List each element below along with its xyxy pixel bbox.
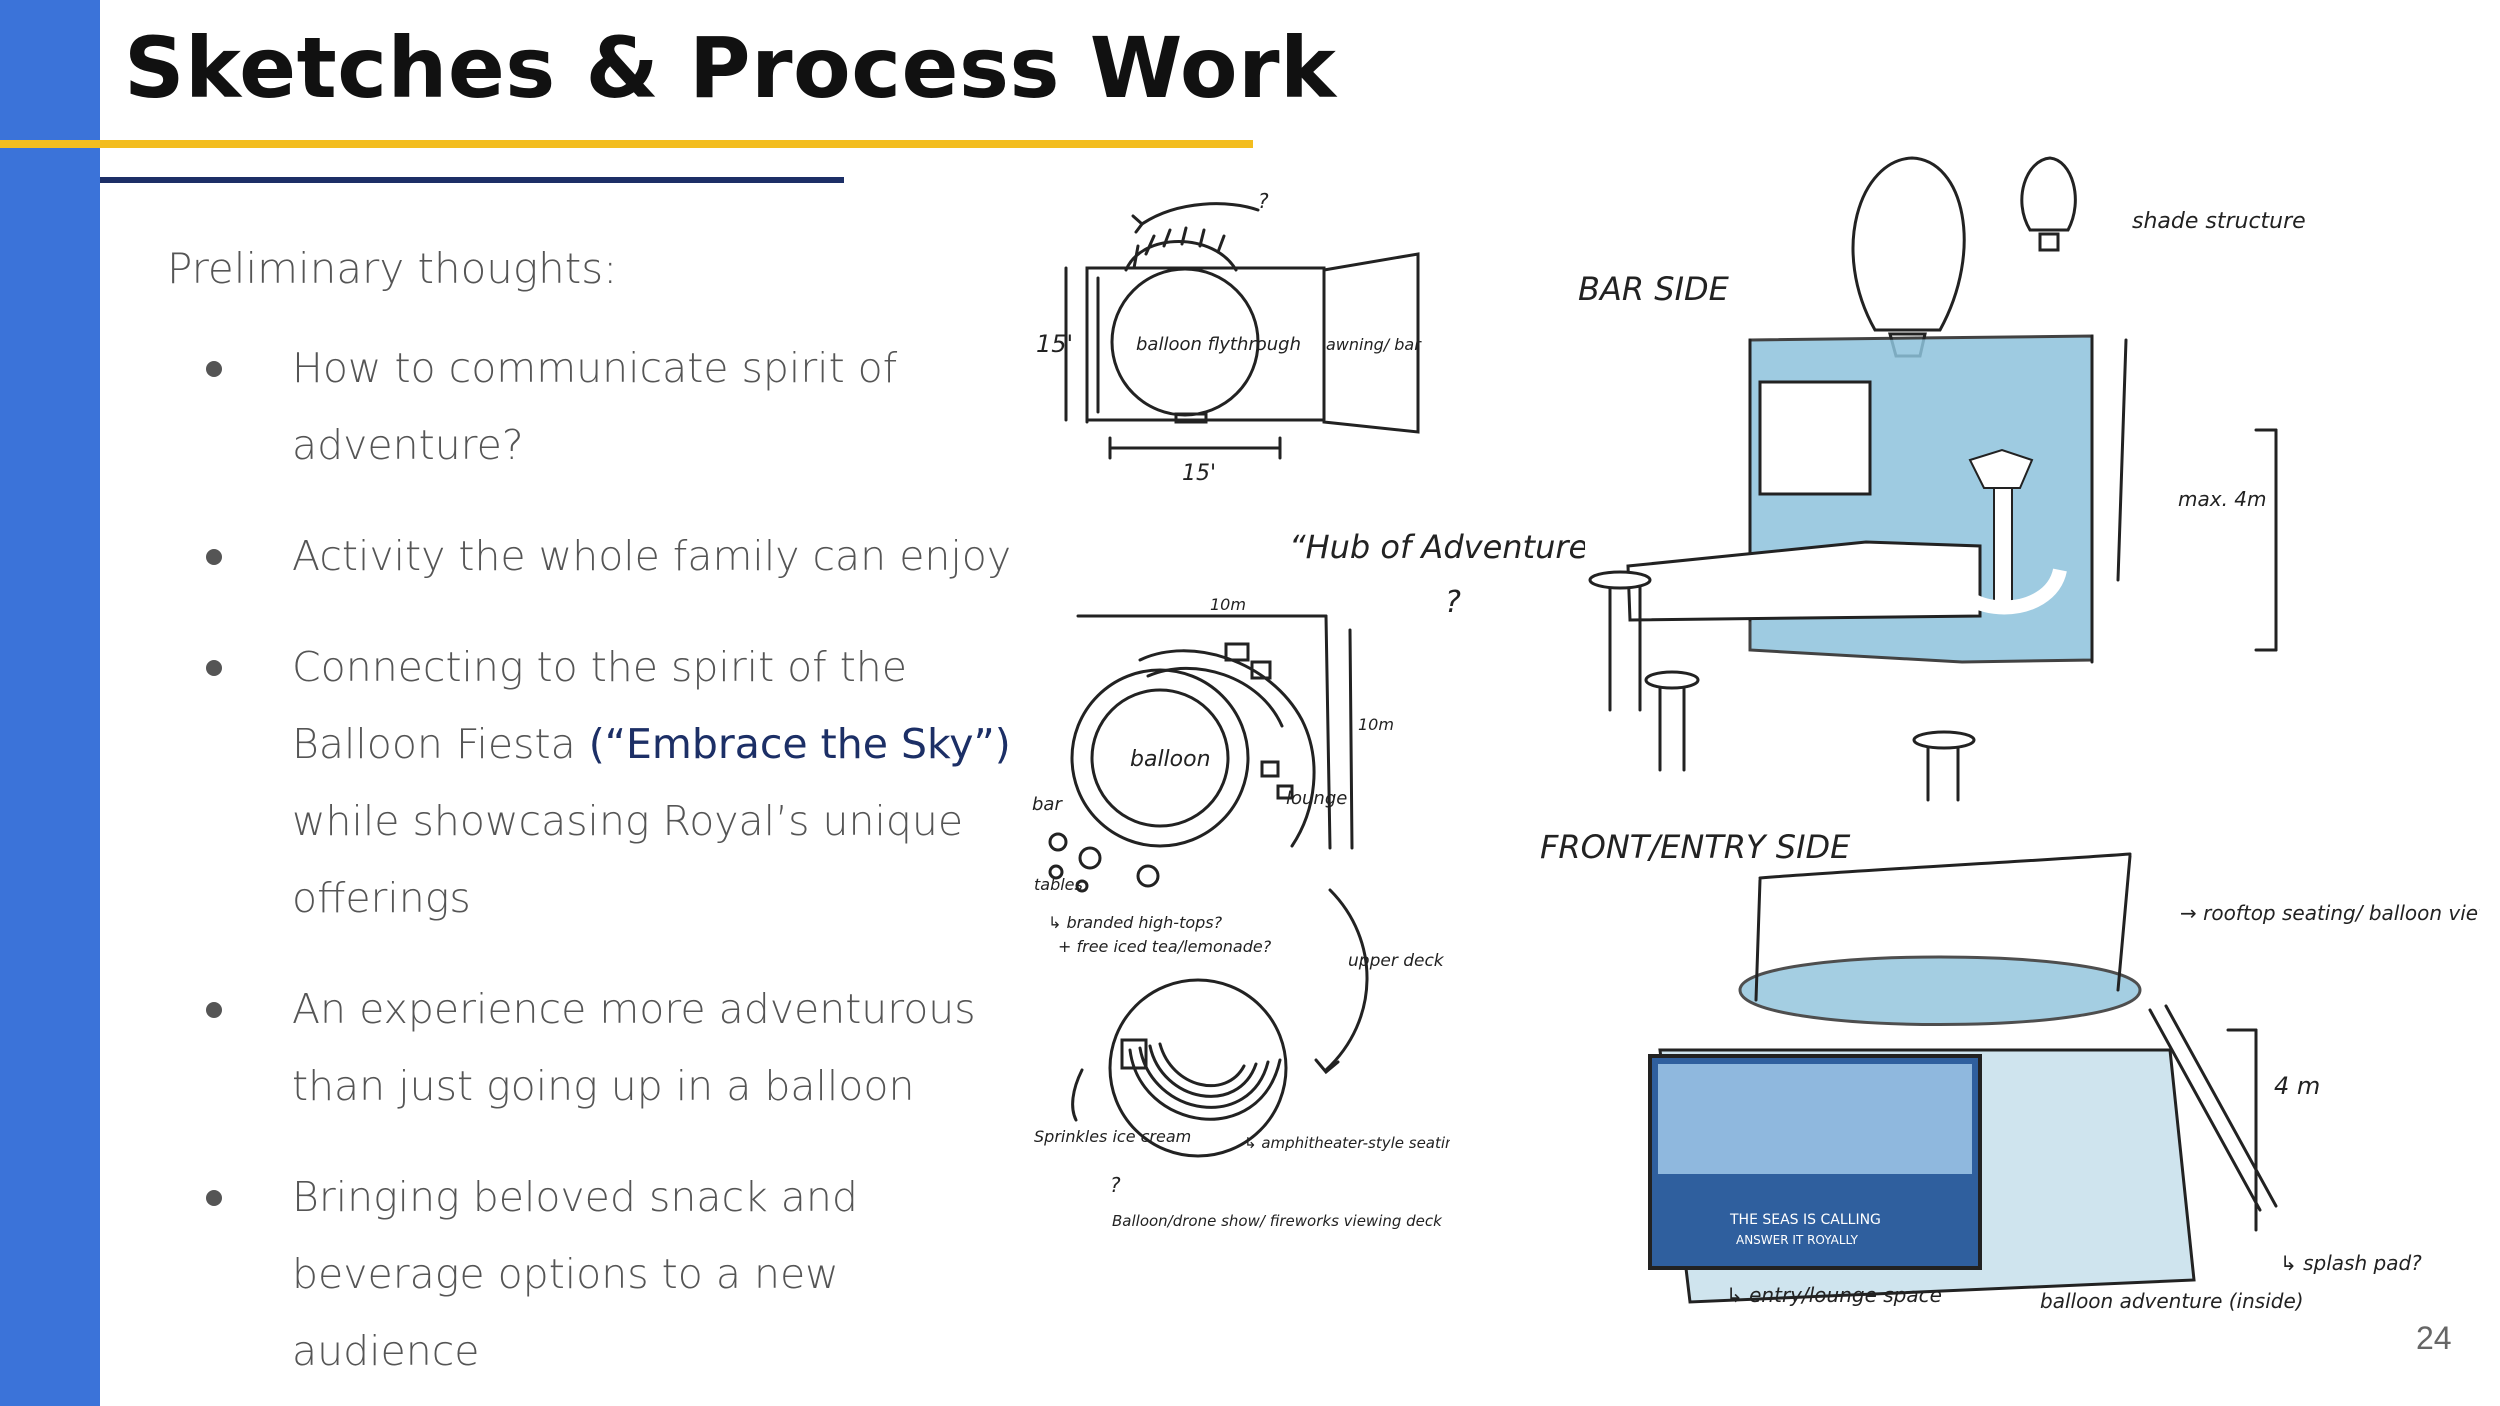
front-splash-label: ↳ splash pad?: [2280, 1251, 2422, 1275]
page-number: 24: [2416, 1320, 2452, 1356]
slide-title: Sketches & Process Work: [124, 19, 1337, 117]
plan2-tables-label: tables: [1034, 875, 1083, 894]
plan3-upper-deck-label: upper deck: [1348, 951, 1445, 971]
plan2-lounge-label: lounge: [1286, 788, 1347, 809]
plan1-question: ?: [1258, 190, 1269, 213]
plan3-viewing-label: Balloon/drone show/ fireworks viewing de…: [1112, 1212, 1443, 1230]
screen-line-2: ANSWER IT ROYALLY: [1736, 1233, 1859, 1247]
sketch-plan-lounge: 10m 10m balloon lounge bar tables ↳ bran…: [1032, 595, 1394, 956]
sketch-hub-note: “Hub of Adventure” ?: [1289, 528, 1585, 620]
hub-question: ?: [1445, 585, 1461, 620]
bullet-text-start: Connecting to the spirit of the Balloon …: [292, 643, 908, 768]
hub-label: “Hub of Adventure”: [1289, 528, 1585, 566]
intro-text: Preliminary thoughts:: [167, 244, 618, 293]
front-side-label: FRONT/ENTRY SIDE: [1540, 828, 1851, 866]
plan2-note-icedtea: + free iced tea/lemonade?: [1058, 937, 1272, 956]
bullet-item: An experience more adventurous than just…: [200, 971, 1020, 1125]
plan2-balloon-label: balloon: [1130, 747, 1211, 772]
bar-side-height-label: max. 4m: [2178, 487, 2267, 511]
plan1-awning-label: awning/ bar: [1326, 335, 1422, 354]
bullet-dot-icon: [206, 1190, 222, 1206]
plan1-dim-left: 15': [1036, 330, 1073, 358]
bullet-text: How to communicate spirit of adventure?: [292, 344, 898, 469]
gold-rule: [0, 140, 1253, 148]
bullet-item: Bringing beloved snack and beverage opti…: [200, 1159, 1020, 1390]
bullet-dot-icon: [206, 660, 222, 676]
bullet-text: Bringing beloved snack and beverage opti…: [292, 1173, 858, 1375]
plan2-dim-right: 10m: [1358, 715, 1394, 734]
plan3-question: ?: [1110, 1173, 1121, 1197]
embrace-the-sky-highlight: (“Embrace the Sky”): [588, 720, 1011, 768]
bullet-dot-icon: [206, 1002, 222, 1018]
plan1-balloon-label: balloon flythrough: [1136, 334, 1301, 355]
bullet-dot-icon: [206, 549, 222, 565]
navy-rule: [100, 177, 844, 183]
plan1-dim-bottom: 15': [1182, 461, 1216, 486]
plan2-note-hightops: ↳ branded high-tops?: [1048, 913, 1223, 932]
bullet-item: How to communicate spirit of adventure?: [200, 330, 1020, 484]
screen-line-1: THE SEAS IS CALLING: [1729, 1212, 1881, 1228]
sketch-front-entry-side: FRONT/ENTRY SIDE THE SEAS IS CALLING ANS…: [1540, 828, 2480, 1313]
left-accent-bar: [0, 0, 100, 1406]
front-height-label: 4 m: [2274, 1072, 2320, 1100]
sketch-plan-upper-deck: upper deck Sprinkles ice cream ? ↳ amphi…: [1034, 888, 1450, 1230]
bullet-text: An experience more adventurous than just…: [292, 985, 976, 1110]
bullet-item: Connecting to the spirit of the Balloon …: [200, 629, 1020, 937]
anchor-logo-icon: [1943, 448, 2067, 615]
plan2-bar-label: bar: [1032, 794, 1063, 815]
bar-side-shade-label: shade structure: [2132, 209, 2306, 234]
bullet-dot-icon: [206, 361, 222, 377]
front-rooftop-label: → rooftop seating/ balloon viewing area: [2180, 901, 2480, 925]
plan3-amphitheater-label: ↳ amphitheater-style seating: [1244, 1134, 1450, 1152]
sketch-plan-flythrough: ? 15' 15' balloon flythrough awning/ bar: [1036, 190, 1422, 486]
bullet-text-end: while showcasing Royal’s unique offering…: [292, 797, 964, 922]
sketch-bar-side: BAR SIDE shade structure max. 4m: [1578, 156, 2306, 802]
bullet-text: Activity the whole family can enjoy: [292, 532, 1012, 580]
bar-side-label: BAR SIDE: [1578, 270, 1730, 308]
plan2-dim-top: 10m: [1210, 595, 1246, 614]
plan3-sprinkles-label: Sprinkles ice cream: [1034, 1127, 1191, 1146]
bullet-list: How to communicate spirit of adventure? …: [200, 330, 1020, 1406]
front-adventure-label: balloon adventure (inside): [2040, 1289, 2304, 1313]
front-entry-label: ↳ entry/lounge space: [1726, 1283, 1942, 1307]
bullet-item: Activity the whole family can enjoy: [200, 518, 1020, 595]
